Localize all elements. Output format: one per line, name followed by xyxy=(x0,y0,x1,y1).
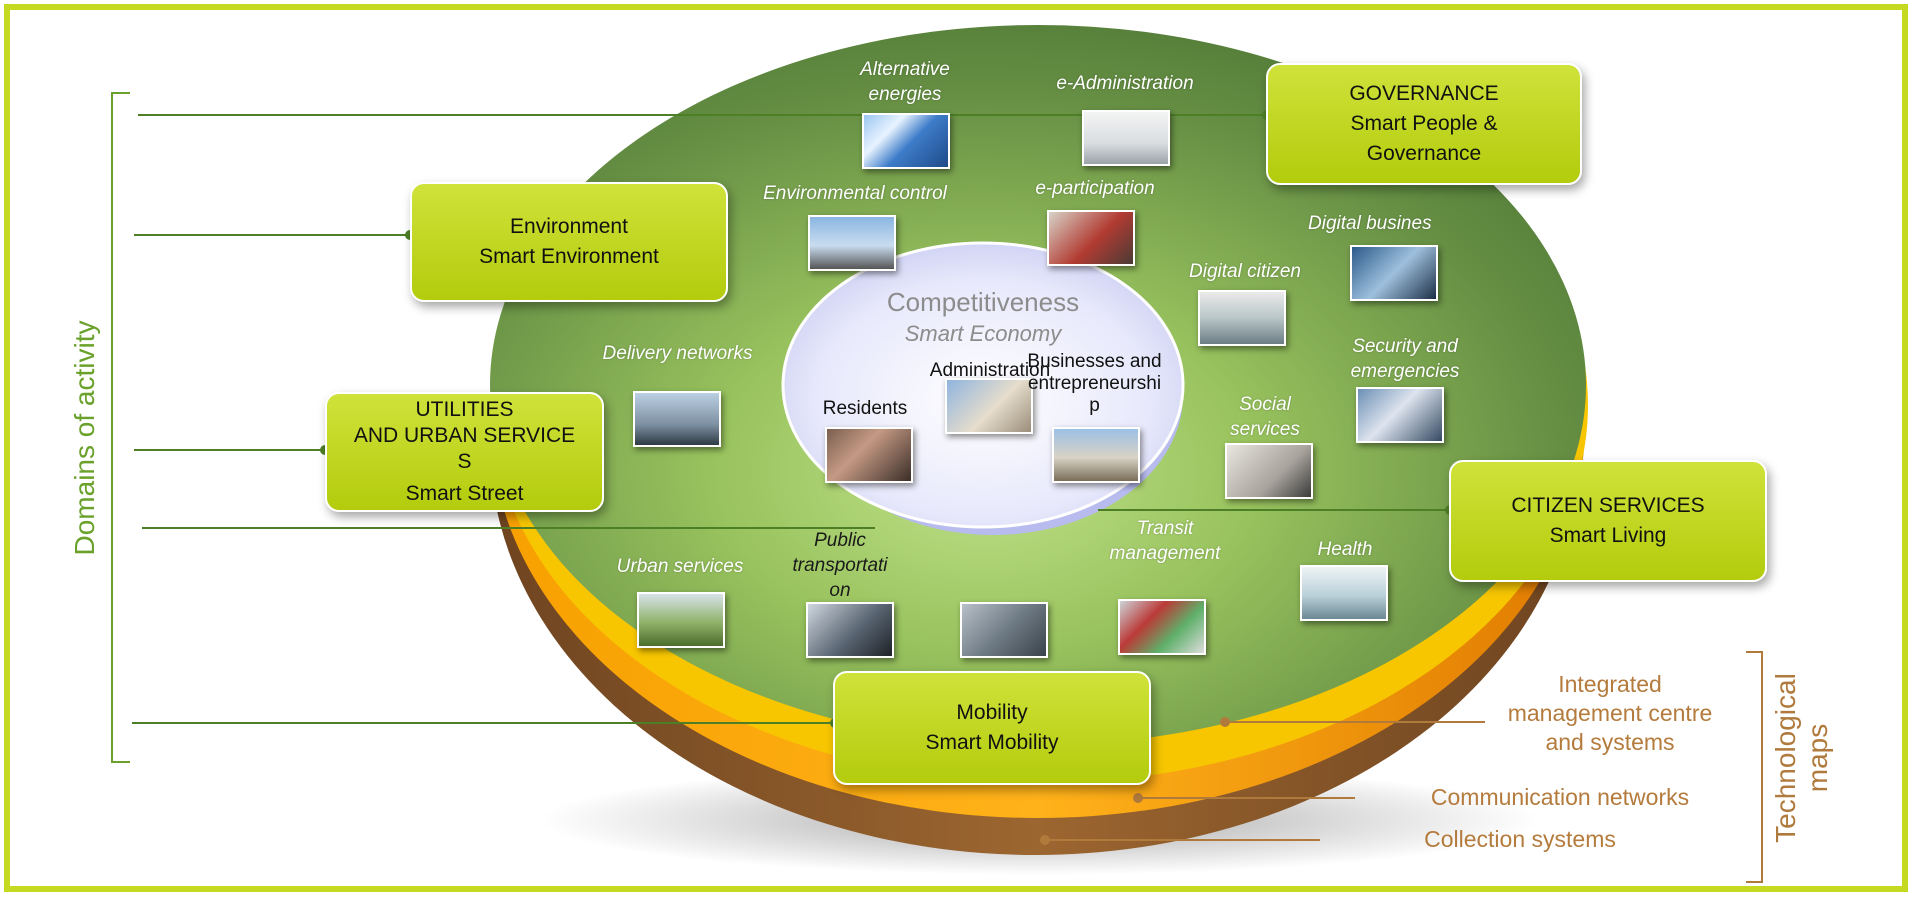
citizen-title: CITIZEN SERVICES xyxy=(1511,494,1705,517)
public-transport-photo xyxy=(806,602,894,658)
core-label-administration: Administration xyxy=(929,360,1051,381)
digital-business-photo xyxy=(1350,245,1438,301)
social-services-photo xyxy=(1225,443,1313,499)
label-urban-services: Urban services xyxy=(616,556,744,577)
tech-communication-label: Communication networks xyxy=(1430,784,1690,810)
label-health: Health xyxy=(1317,539,1373,560)
label-digital-business: Digital busines xyxy=(1308,213,1432,234)
environment-subtitle: Smart Environment xyxy=(479,245,659,268)
label-environmental-control: Environmental control xyxy=(763,183,947,204)
domain-citizen-services: CITIZEN SERVICES Smart Living xyxy=(1449,460,1767,582)
health-photo xyxy=(1300,565,1388,621)
delivery-networks-photo xyxy=(633,391,721,447)
technological-maps-label: Technological maps xyxy=(1770,673,1833,843)
digital-citizen-photo xyxy=(1198,290,1286,346)
core-label-residents: Residents xyxy=(822,398,908,419)
domain-mobility: Mobility Smart Mobility xyxy=(833,671,1151,785)
label-transit: Transit management xyxy=(1109,518,1221,564)
label-digital-citizen: Digital citizen xyxy=(1189,261,1301,282)
tech-integrated-label: Integrated management centre and systems xyxy=(1507,671,1713,755)
mobility-title: Mobility xyxy=(956,701,1028,724)
domain-governance: GOVERNANCE Smart People & Governance xyxy=(1266,63,1582,185)
intersection-photo xyxy=(960,602,1048,658)
businesses-photo xyxy=(1052,427,1140,483)
environment-title: Environment xyxy=(510,215,628,238)
urban-services-photo xyxy=(637,592,725,648)
residents-photo xyxy=(825,427,913,483)
bracket-left xyxy=(111,92,130,763)
label-public-transport: Public transportati on xyxy=(792,530,888,601)
label-delivery-networks: Delivery networks xyxy=(602,343,753,364)
core-subtitle: Smart Economy xyxy=(904,321,1062,346)
label-e-participation: e-participation xyxy=(1035,178,1155,199)
citizen-subtitle: Smart Living xyxy=(1549,524,1667,547)
administration-photo xyxy=(945,378,1033,434)
label-alternative-energies: Alternative energies xyxy=(860,59,950,105)
governance-title: GOVERNANCE xyxy=(1349,82,1499,105)
core-label-businesses: Businesses and entrepreneurshi p xyxy=(1027,351,1162,416)
core-title: Competitiveness xyxy=(886,287,1080,317)
governance-subtitle: Smart People & Governance xyxy=(1350,112,1498,165)
domain-utilities: UTILITIES AND URBAN SERVICE S Smart Stre… xyxy=(325,392,604,512)
e-administration-photo xyxy=(1082,110,1170,166)
tech-collection-label: Collection systems xyxy=(1424,826,1616,852)
label-e-administration: e-Administration xyxy=(1056,73,1194,94)
domains-of-activity-label: Domains of activity xyxy=(69,320,100,556)
transit-photo xyxy=(1118,599,1206,655)
e-participation-photo xyxy=(1047,210,1135,266)
mobility-subtitle: Smart Mobility xyxy=(925,731,1059,754)
label-security: Security and emergencies xyxy=(1350,336,1460,382)
bracket-right xyxy=(1746,651,1763,883)
solar-panel-photo xyxy=(862,113,950,169)
utilities-subtitle: Smart Street xyxy=(405,482,524,505)
security-photo xyxy=(1356,387,1444,443)
weather-station-photo xyxy=(808,215,896,271)
utilities-title: UTILITIES AND URBAN SERVICE S xyxy=(353,398,576,473)
outer-frame xyxy=(4,4,1908,892)
domain-environment: Environment Smart Environment xyxy=(410,182,728,302)
label-social-services: Social services xyxy=(1230,394,1300,440)
